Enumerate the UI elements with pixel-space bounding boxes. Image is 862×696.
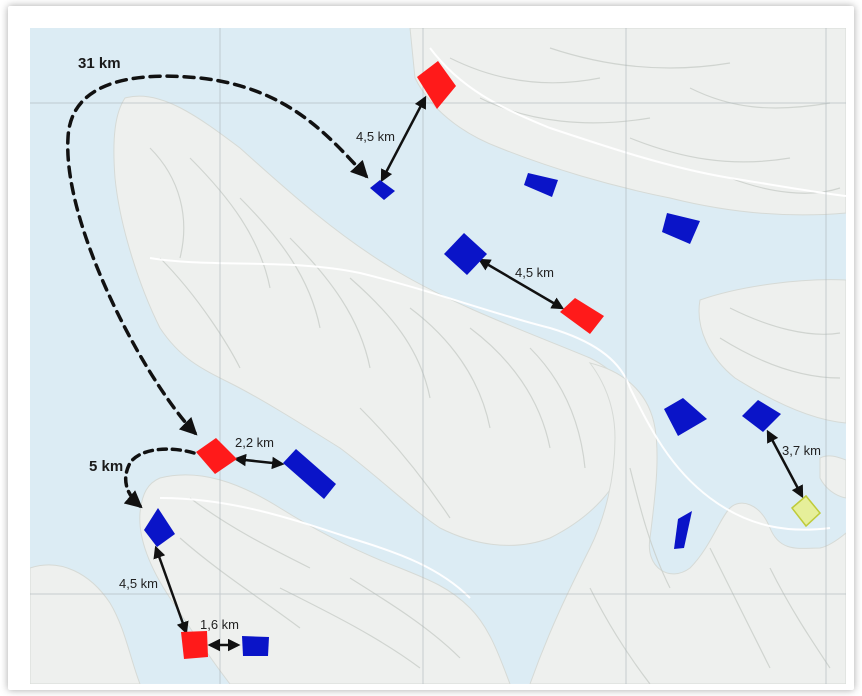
label-west-link: 2,2 km (235, 435, 274, 450)
blue-site-south[interactable] (242, 636, 269, 656)
blue-site-channel-2[interactable] (662, 213, 700, 244)
red-site-south[interactable] (181, 631, 208, 659)
map-svg: 31 km 5 km 4,5 km 4,5 km 2,2 km 3,7 km 4… (30, 28, 846, 684)
link-southwest (153, 545, 189, 635)
route-5km-dashed (123, 447, 196, 509)
link-north (380, 95, 427, 183)
label-southwest-link: 4,5 km (119, 576, 158, 591)
link-mid (477, 258, 565, 310)
label-31km: 31 km (78, 55, 121, 72)
land-east-island (698, 279, 846, 424)
label-east-link: 3,7 km (782, 443, 821, 458)
blue-site-southwest[interactable] (144, 508, 175, 547)
link-west (233, 453, 285, 470)
label-mid-link: 4,5 km (515, 265, 554, 280)
map-frame: 31 km 5 km 4,5 km 4,5 km 2,2 km 3,7 km 4… (8, 6, 854, 690)
land-southwest-peninsula (139, 474, 511, 684)
red-site-west[interactable] (196, 438, 237, 474)
blue-site-east-1[interactable] (664, 398, 707, 436)
blue-site-channel-1[interactable] (524, 173, 558, 197)
blue-site-mid[interactable] (444, 233, 487, 275)
yellow-site[interactable] (790, 494, 822, 528)
label-5km: 5 km (89, 458, 123, 475)
red-site-mid[interactable] (560, 298, 604, 334)
label-south-link: 1,6 km (200, 617, 239, 632)
red-sites (181, 61, 604, 659)
route-31km-dashed (66, 74, 369, 436)
red-site-north[interactable] (417, 61, 456, 109)
label-north-link: 4,5 km (356, 129, 395, 144)
link-east (766, 429, 804, 499)
blue-site-east-2[interactable] (742, 400, 781, 432)
land-southwest-corner (30, 564, 141, 684)
blue-site-north-small[interactable] (370, 180, 395, 200)
map-canvas[interactable]: 31 km 5 km 4,5 km 4,5 km 2,2 km 3,7 km 4… (30, 28, 846, 684)
blue-site-fjord[interactable] (674, 511, 692, 549)
blue-site-west[interactable] (283, 449, 336, 499)
blue-sites (144, 173, 781, 656)
land-southeast (529, 362, 846, 684)
